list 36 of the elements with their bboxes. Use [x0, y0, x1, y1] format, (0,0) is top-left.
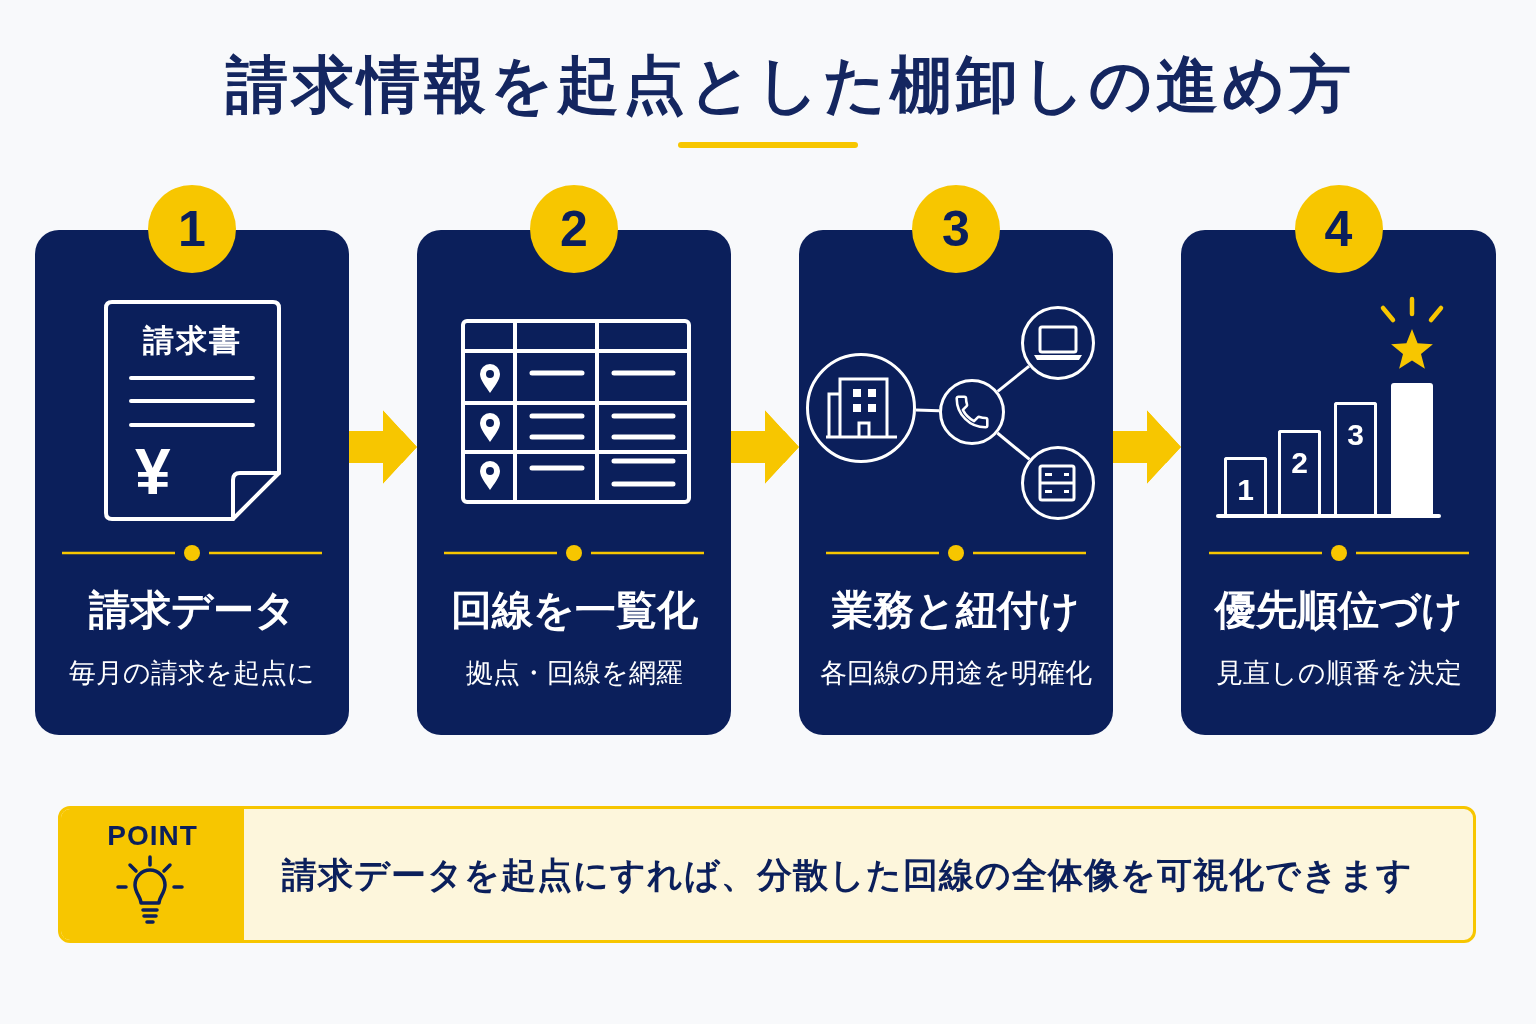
point-box [58, 806, 1476, 943]
step-description: 各回線の用途を明確化 [820, 656, 1092, 690]
step-number: 4 [1294, 185, 1383, 273]
connector-line [996, 431, 1031, 461]
step-number: 2 [530, 185, 618, 273]
step-title: 優先順位づけ [1214, 585, 1463, 635]
ranking-bar [1334, 402, 1377, 516]
bar-number: 3 [1347, 417, 1364, 453]
connector-line [996, 365, 1031, 393]
icon-circle [1021, 446, 1095, 520]
bar-number: 1 [1237, 472, 1254, 508]
step-title: 請求データ [88, 585, 296, 635]
point-panel [61, 809, 244, 940]
ranking-bar [1278, 430, 1321, 516]
step-description: 見直しの順番を決定 [1215, 656, 1462, 690]
icon-circle [806, 353, 916, 463]
step-title: 回線を一覧化 [450, 585, 698, 635]
step-description: 毎月の請求を起点に [69, 656, 315, 690]
step-number: 3 [912, 185, 1000, 273]
point-label: POINT [107, 819, 198, 853]
arrow [731, 410, 799, 484]
step-title: 業務と紐付け [832, 585, 1080, 635]
arrow [349, 410, 417, 484]
step-description: 拠点・回線を網羅 [465, 656, 683, 690]
icon-circle [1021, 306, 1095, 380]
ranking-bar [1391, 383, 1433, 516]
yen-sign: ¥ [135, 437, 171, 507]
connector-line [915, 408, 940, 413]
point-text: 請求データを起点にすれば、分散した回線の全体像を可視化できます [282, 854, 1413, 897]
arrow [1113, 410, 1181, 484]
document-title: 請求書 [143, 321, 242, 360]
bar-number: 2 [1291, 445, 1308, 481]
ranking-bar [1224, 457, 1267, 516]
icon-circle [939, 379, 1005, 445]
step-number: 1 [148, 185, 236, 273]
title: 請求情報を起点とした棚卸しの進め方 [225, 47, 1355, 123]
